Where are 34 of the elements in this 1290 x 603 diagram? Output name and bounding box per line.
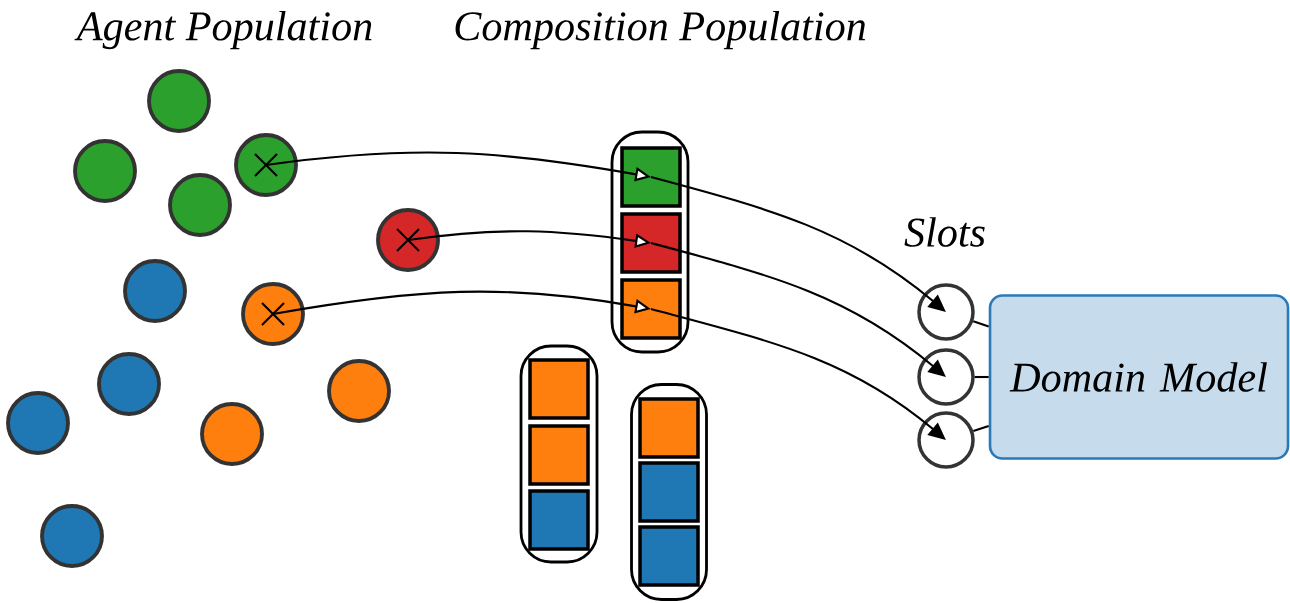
arrow: [650, 242, 946, 377]
agent-circle: [234, 133, 298, 197]
agent-circle: [147, 69, 211, 133]
slot-circle: [917, 411, 975, 469]
arrow: [650, 308, 946, 440]
agent-square: [638, 397, 700, 459]
agent-circle: [376, 208, 440, 272]
connector-line: [972, 320, 990, 328]
population-title: Agent Population: [74, 10, 372, 50]
agent-circle: [73, 139, 137, 203]
population-title: Composition Population: [455, 10, 866, 50]
agent-circle: [40, 504, 104, 568]
agent-circle: [97, 352, 161, 416]
agent-square: [528, 424, 590, 486]
agent-square: [528, 358, 590, 420]
agent-square: [638, 525, 700, 587]
agent-circle: [168, 173, 232, 237]
agent-square: [620, 146, 682, 208]
agent-square: [638, 461, 700, 523]
agent-circle: [327, 359, 391, 423]
agent-square: [620, 212, 682, 274]
agent-circle: [6, 391, 70, 455]
agent-circle: [123, 259, 187, 323]
agent-square: [528, 489, 590, 551]
agent-square: [620, 278, 682, 340]
agent-circle: [241, 282, 305, 346]
agent-circle: [200, 402, 264, 466]
arrow: [650, 176, 946, 312]
connector-line: [974, 375, 989, 379]
slot-circle: [917, 348, 975, 406]
slots-label: Slots: [904, 217, 985, 247]
domain-model-box: Domain Model: [988, 294, 1290, 460]
slot-circle: [917, 283, 975, 341]
connector-line: [973, 425, 989, 433]
